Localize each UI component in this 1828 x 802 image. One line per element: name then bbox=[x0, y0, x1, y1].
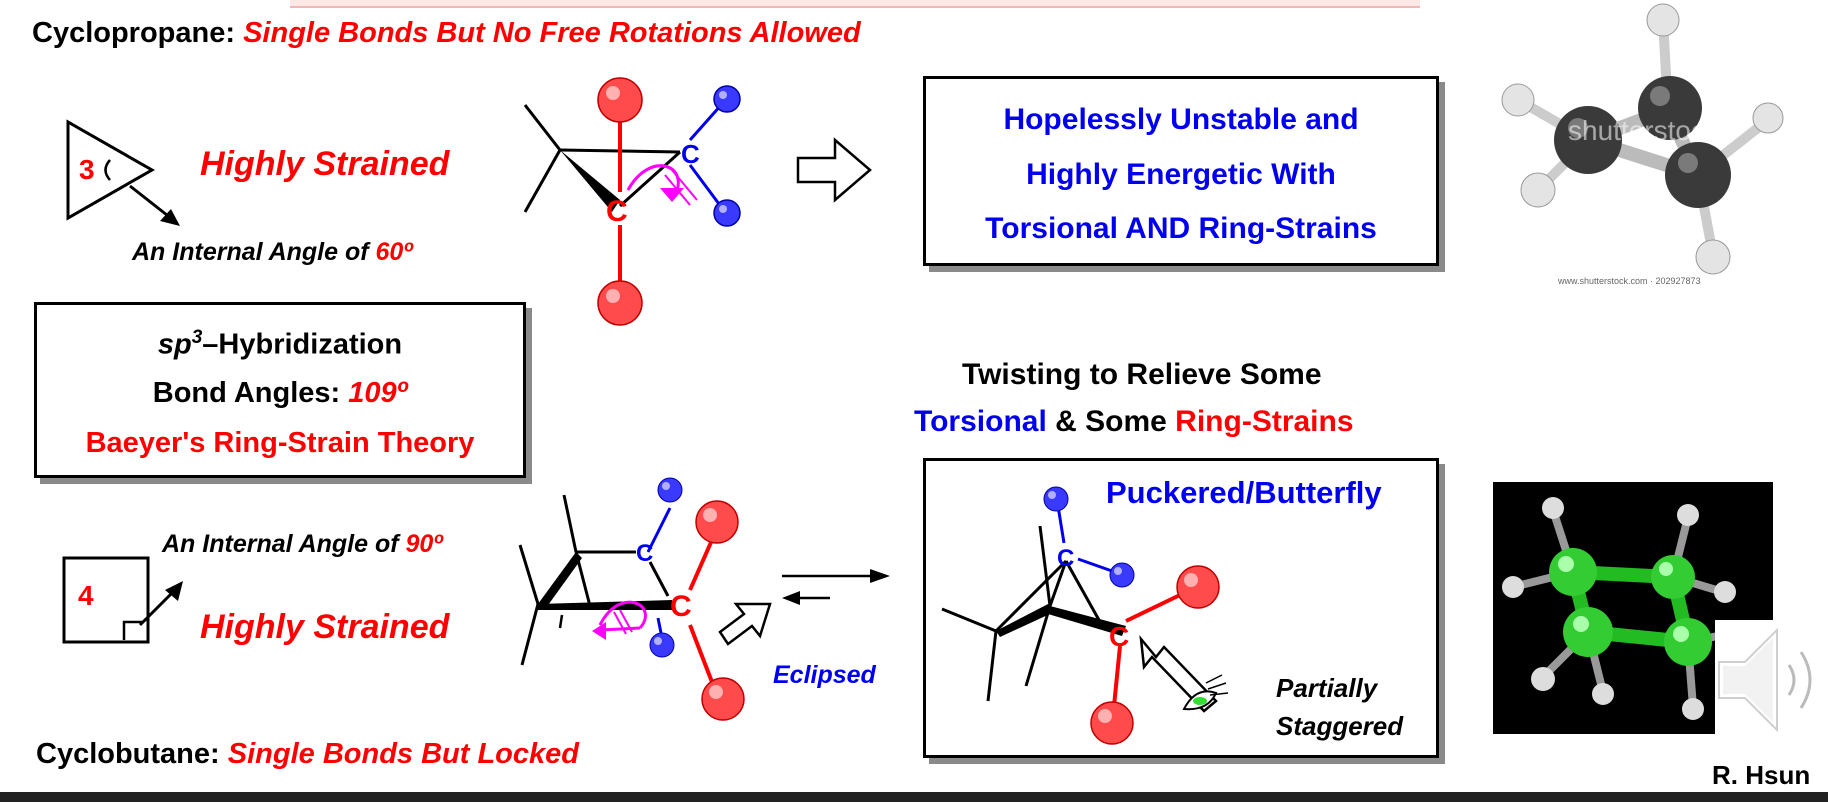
ring-number-3: 3 bbox=[79, 154, 95, 185]
baeyer-theory-line: Baeyer's Ring-Strain Theory bbox=[85, 427, 475, 459]
result-line-3: Torsional AND Ring-Strains bbox=[985, 212, 1377, 245]
hybridization-line: sp3–Hybridization bbox=[157, 327, 403, 361]
cyclopropane-heading: Cyclopropane: Single Bonds But No Free R… bbox=[32, 17, 861, 49]
cyclobutane-heading: Cyclobutane: Single Bonds But Locked bbox=[36, 738, 579, 770]
cyclobutane-carbon-back: C bbox=[636, 540, 654, 567]
puckered-carbon-back: C bbox=[1057, 545, 1075, 572]
speaker-button[interactable] bbox=[1715, 620, 1828, 740]
eclipsed-label: Eclipsed bbox=[773, 661, 876, 689]
hybridization-box: sp3–Hybridization Bond Angles: 109º Baey… bbox=[34, 302, 526, 478]
cyclobutane-angle-label: An Internal Angle of 90º bbox=[162, 530, 443, 558]
photo-watermark: shutterstock bbox=[1568, 115, 1719, 146]
puckered-carbon-front: C bbox=[1109, 621, 1130, 652]
cyclopropane-angle-label: An Internal Angle of 60º bbox=[132, 238, 413, 266]
author-credit: R. Hsun bbox=[1712, 760, 1811, 790]
cyclobutane-carbon-front: C bbox=[670, 590, 692, 623]
cyclopropane-ball-model: shutterstock www.shutterstock.com · 2029… bbox=[1498, 0, 1798, 290]
puckered-structure bbox=[941, 486, 1229, 745]
bottom-bar bbox=[0, 792, 1828, 802]
top-banner-edge bbox=[290, 0, 1420, 8]
unstable-result-box: Hopelessly Unstable and Highly Energetic… bbox=[923, 76, 1439, 266]
twisting-caption-line1: Twisting to Relieve Some bbox=[962, 358, 1322, 391]
result-line-1: Hopelessly Unstable and bbox=[1003, 103, 1359, 136]
result-line-2: Highly Energetic With bbox=[1026, 158, 1336, 191]
partially-label: Partially bbox=[1276, 673, 1378, 703]
speaker-icon bbox=[1718, 627, 1812, 733]
cyclobutane-strain-label: Highly Strained bbox=[200, 608, 450, 646]
puckered-butterfly-box: Puckered/Butterfly Partially Staggered C… bbox=[923, 458, 1439, 758]
ball-model-graphic bbox=[1501, 3, 1784, 275]
bond-angles-line: Bond Angles: 109º bbox=[152, 377, 408, 409]
photo-caption: www.shutterstock.com · 202927873 bbox=[1558, 276, 1701, 286]
puckered-label: Puckered/Butterfly bbox=[1106, 475, 1382, 510]
green-ball-model-graphic bbox=[1502, 497, 1751, 720]
cyclopropane-carbon-back: C bbox=[681, 139, 700, 169]
ring-number-4: 4 bbox=[78, 580, 94, 611]
cyclopropane-carbon-front: C bbox=[606, 195, 628, 228]
staggered-label: Staggered bbox=[1276, 711, 1404, 741]
cyclopropane-strain-label: Highly Strained bbox=[200, 145, 450, 183]
twisting-caption-line2: Torsional & Some Ring-Strains bbox=[914, 405, 1354, 438]
